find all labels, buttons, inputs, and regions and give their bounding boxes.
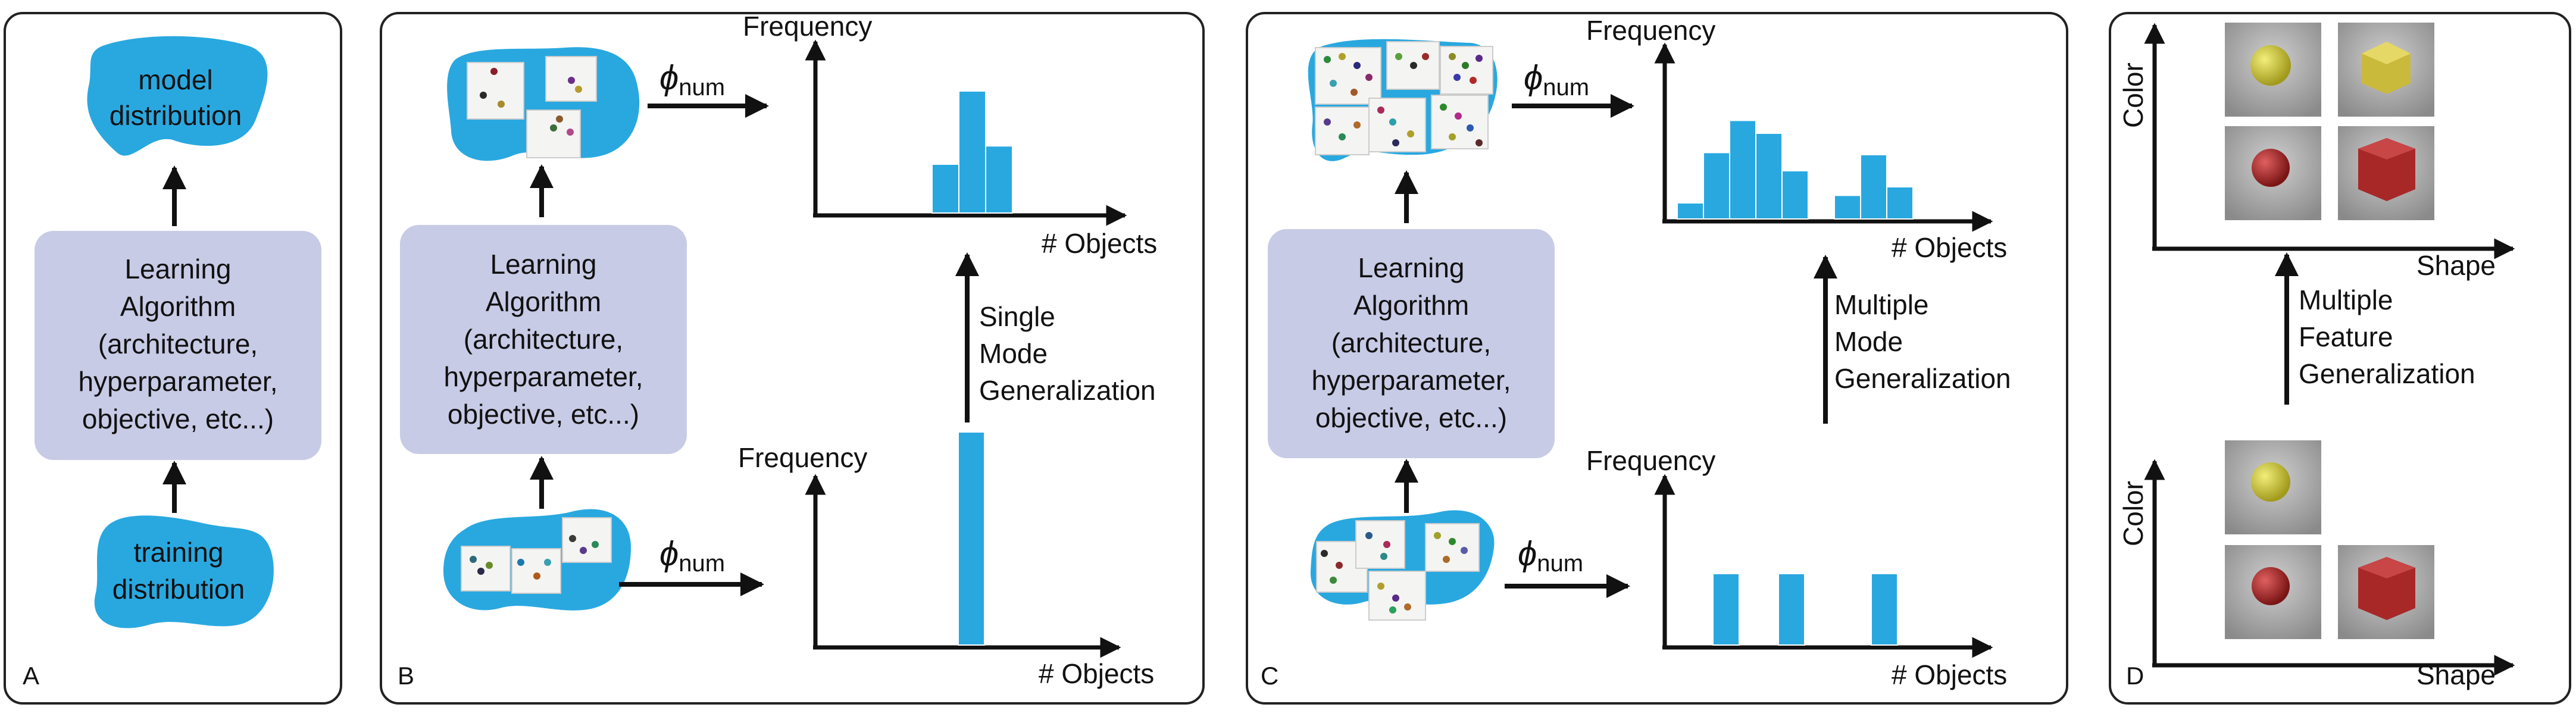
c-top-bars <box>1677 120 1914 220</box>
histogram-bar <box>985 145 1013 214</box>
d-bottom-red-cube-image <box>2338 545 2434 639</box>
panel-d-border <box>2109 12 2571 705</box>
d-bottom-x-label: Shape <box>2416 659 2496 690</box>
histogram-bar <box>1703 152 1730 220</box>
d-annotation-3: Generalization <box>2299 358 2475 389</box>
histogram-bar <box>958 90 986 214</box>
phi-b-top: ϕnum <box>659 58 725 101</box>
b-annotation-2: Mode <box>979 338 1048 369</box>
algo-c-line-1: Learning <box>1358 252 1464 283</box>
c-output-images <box>1315 41 1493 155</box>
b-training-image-2 <box>511 548 561 594</box>
phi-c-bottom: ϕnum <box>1518 534 1583 577</box>
b-bottom-x-label: # Objects <box>1039 658 1154 689</box>
c-bottom-bars <box>1712 573 1898 646</box>
algo-b-line-2: Algorithm <box>486 286 601 317</box>
phi-c-top: ϕnum <box>1524 58 1589 101</box>
panel-b-border <box>380 12 1205 705</box>
algo-b-line-4: hyperparameter, <box>444 361 643 392</box>
d-bottom-y-label: Color <box>2118 481 2149 546</box>
panel-c-letter: C <box>1261 662 1278 690</box>
b-annotation-3: Generalization <box>979 375 1156 406</box>
histogram-bar <box>1677 202 1704 220</box>
c-annotation-3: Generalization <box>1834 363 2011 394</box>
training-distribution-label-1: training <box>134 537 224 568</box>
algo-b-line-1: Learning <box>490 249 596 280</box>
histogram-bar <box>1860 154 1887 220</box>
histogram-bar <box>1834 195 1861 220</box>
algo-c-line-3: (architecture, <box>1331 327 1491 358</box>
algo-b-line-3: (architecture, <box>464 324 623 355</box>
d-bottom-yellow-sphere-image <box>2225 440 2321 534</box>
histogram-bar <box>1886 186 1914 220</box>
learning-algorithm-box-c <box>1268 229 1555 458</box>
b-top-bars <box>931 90 1013 214</box>
c-bottom-y-label: Frequency <box>1586 445 1715 476</box>
c-top-y-label: Frequency <box>1586 15 1715 46</box>
panel-d: Color Shape Multiple Feature Generalizat… <box>2109 12 2571 705</box>
b-top-y-label: Frequency <box>743 11 872 42</box>
histogram-bar <box>1712 573 1740 646</box>
c-training-images <box>1316 520 1480 621</box>
b-output-image-1 <box>467 62 524 120</box>
training-distribution-label-2: distribution <box>112 574 245 605</box>
panel-a-border <box>4 12 342 705</box>
algo-c-line-4: hyperparameter, <box>1312 365 1511 396</box>
algo-a-line-3: (architecture, <box>98 328 258 359</box>
b-annotation-1: Single <box>979 301 1055 332</box>
b-training-image-3 <box>562 517 612 563</box>
training-distribution-blob <box>94 515 274 628</box>
c-annotation-2: Mode <box>1834 326 1903 357</box>
b-bottom-y-label: Frequency <box>738 442 867 473</box>
algo-a-line-1: Learning <box>124 253 231 284</box>
c-top-x-label: # Objects <box>1892 232 2007 263</box>
learning-algorithm-box-a <box>35 231 321 460</box>
panel-d-letter: D <box>2126 662 2144 690</box>
model-distribution-label-1: model <box>138 64 212 95</box>
panel-a: model distribution Learning Algorithm (a… <box>4 12 342 705</box>
c-bottom-x-label: # Objects <box>1892 659 2007 690</box>
algo-a-line-4: hyperparameter, <box>79 366 278 397</box>
panel-c-border <box>1246 12 2068 705</box>
d-top-yellow-sphere-image <box>2225 23 2321 117</box>
b-top-x-label: # Objects <box>1042 228 1157 259</box>
histogram-bar <box>1755 133 1783 220</box>
learning-algorithm-box-b <box>400 225 687 454</box>
algo-c-line-2: Algorithm <box>1353 290 1469 321</box>
d-top-red-sphere-image <box>2225 126 2321 220</box>
panel-b-letter: B <box>398 662 414 690</box>
panel-b: ϕnum Learning Algorithm (architecture, h… <box>380 11 1205 705</box>
b-output-image-2 <box>545 56 597 102</box>
model-distribution-label-2: distribution <box>110 100 242 131</box>
histogram-bar <box>1781 170 1809 220</box>
d-top-y-label: Color <box>2118 62 2149 128</box>
panel-a-letter: A <box>23 662 39 690</box>
histogram-bar <box>1871 573 1898 646</box>
panel-c: ϕnum Learning Algorithm (architecture, h… <box>1246 12 2068 705</box>
b-training-image-1 <box>461 546 511 591</box>
algo-a-line-5: objective, etc...) <box>82 403 274 434</box>
d-annotation-1: Multiple <box>2299 284 2393 315</box>
d-bottom-red-sphere-image <box>2225 545 2321 639</box>
d-top-red-cube-image <box>2338 126 2434 220</box>
c-annotation-1: Multiple <box>1834 289 1929 320</box>
algo-a-line-2: Algorithm <box>120 291 236 322</box>
b-bottom-bars <box>958 431 985 646</box>
d-annotation-2: Feature <box>2299 321 2393 352</box>
algo-c-line-5: objective, etc...) <box>1315 402 1507 433</box>
histogram-bar <box>1778 573 1805 646</box>
histogram-bar <box>931 164 959 214</box>
histogram-bar <box>1729 120 1756 220</box>
d-top-x-label: Shape <box>2416 250 2496 281</box>
model-distribution-blob <box>87 36 268 156</box>
d-top-yellow-cube-image <box>2338 23 2434 117</box>
b-output-image-3 <box>526 109 581 158</box>
histogram-bar <box>958 431 985 646</box>
phi-b-bottom: ϕnum <box>659 534 725 577</box>
algo-b-line-5: objective, etc...) <box>448 399 639 430</box>
